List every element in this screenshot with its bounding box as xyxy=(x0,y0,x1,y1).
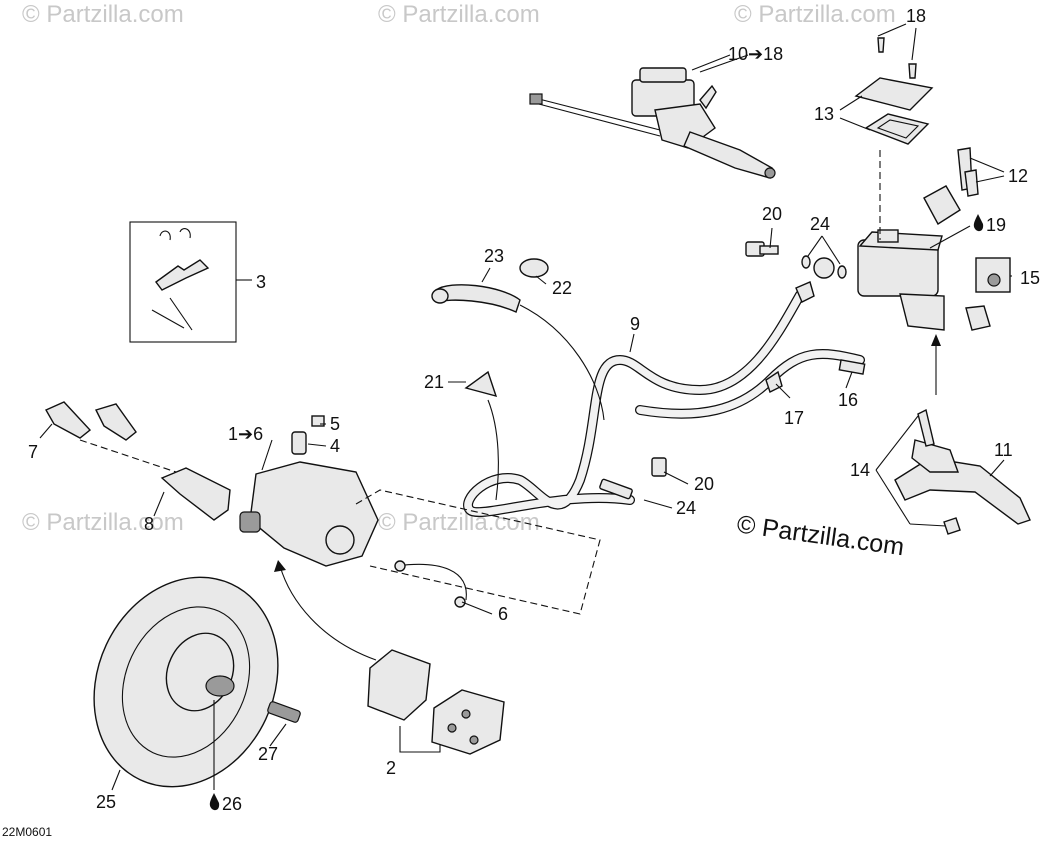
watermark: © Partzilla.com xyxy=(734,1,896,28)
brake-disc xyxy=(93,576,301,790)
callout-26: 26 xyxy=(222,794,242,814)
callout-1-6: 1➔6 xyxy=(228,424,263,444)
watermark: © Partzilla.com xyxy=(22,509,184,536)
callout-25: 25 xyxy=(96,792,116,812)
callout-13: 13 xyxy=(814,104,834,124)
callout-21: 21 xyxy=(424,372,444,392)
callout-17: 17 xyxy=(784,408,804,428)
callout-8: 8 xyxy=(144,514,154,534)
copyright-text: © Partzilla.com xyxy=(735,510,906,561)
callout-2: 2 xyxy=(386,758,396,778)
callout-24-bottom: 24 xyxy=(676,498,696,518)
brake-pads xyxy=(367,649,505,755)
master-cylinder-assembly-top xyxy=(529,54,776,179)
hose-cover xyxy=(431,258,605,421)
callout-20-top: 20 xyxy=(762,204,782,224)
caliper-assembly xyxy=(45,401,601,661)
callout-18: 18 xyxy=(906,6,926,26)
callout-16: 16 xyxy=(838,390,858,410)
callout-6: 6 xyxy=(498,604,508,624)
oil-drop-icon xyxy=(973,214,984,232)
callout-10-18: 10➔18 xyxy=(728,44,783,64)
callout-20-bottom: 20 xyxy=(694,474,714,494)
callout-24-top: 24 xyxy=(810,214,830,234)
callout-4: 4 xyxy=(330,436,340,456)
master-cylinder-right xyxy=(854,37,1011,331)
oil-drop-icon xyxy=(209,793,220,811)
leader-lines xyxy=(39,23,1012,791)
callout-12: 12 xyxy=(1008,166,1028,186)
pin-kit-box xyxy=(129,221,252,343)
watermark: © Partzilla.com xyxy=(22,1,184,28)
watermark: © Partzilla.com xyxy=(378,1,540,28)
watermark: © Partzilla.com xyxy=(378,509,540,536)
callout-7: 7 xyxy=(28,442,38,462)
clamp-21 xyxy=(464,370,498,398)
callout-9: 9 xyxy=(630,314,640,334)
callout-19: 19 xyxy=(986,215,1006,235)
brake-lever-right xyxy=(894,334,1031,535)
callout-3: 3 xyxy=(256,272,266,292)
callout-22: 22 xyxy=(552,278,572,298)
callout-23: 23 xyxy=(484,246,504,266)
callout-5: 5 xyxy=(330,414,340,434)
callout-14: 14 xyxy=(850,460,870,480)
callout-11: 11 xyxy=(994,440,1013,460)
brake-hose xyxy=(463,241,866,518)
callout-15: 15 xyxy=(1020,268,1040,288)
diagram-code: 22M0601 xyxy=(2,825,52,839)
callout-27: 27 xyxy=(258,744,278,764)
